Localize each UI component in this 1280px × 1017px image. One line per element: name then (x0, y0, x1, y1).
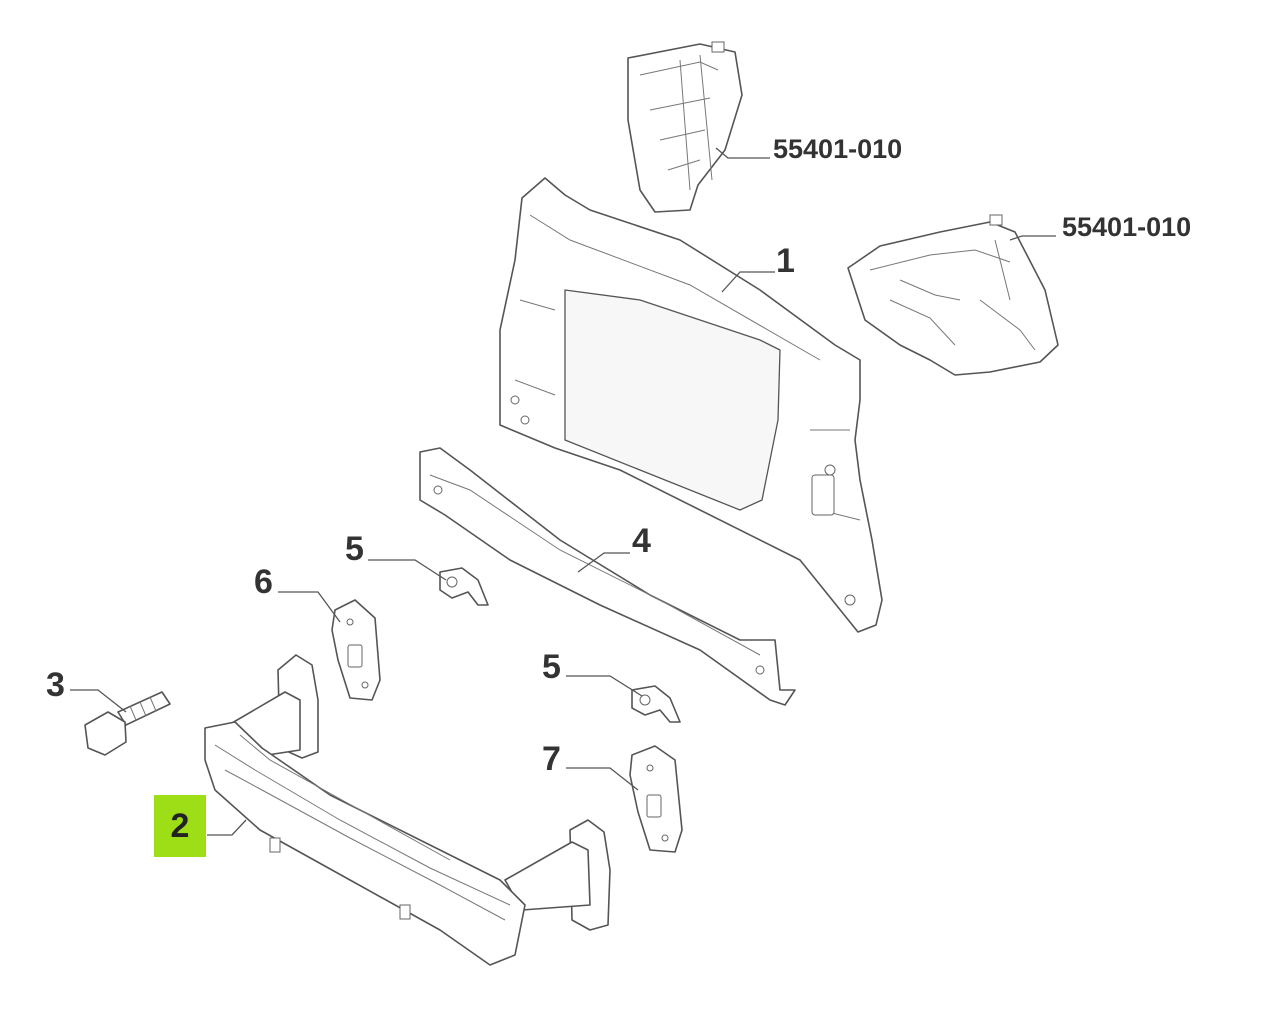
callout-plate-right: 7 (542, 740, 561, 778)
callout-crossmember: 4 (632, 522, 651, 560)
leader-crossmember (577, 552, 630, 573)
callout-clip-lower: 5 (542, 648, 561, 686)
lower-crossmember (419, 447, 796, 706)
bolt (84, 691, 171, 756)
mounting-plate-left (331, 599, 381, 701)
leader-bracket-right (1009, 235, 1056, 241)
callout-bracket-top: 55401-010 (773, 134, 903, 164)
upper-headlamp-bracket (627, 41, 743, 213)
clip-upper (439, 567, 489, 606)
bumper-beam (204, 654, 611, 966)
callout-clip-upper: 5 (345, 530, 364, 568)
callout-bracket-right: 55401-010 (1062, 212, 1192, 242)
callout-bumper-beam-highlighted: 2 (154, 795, 206, 857)
side-headlamp-bracket (847, 214, 1059, 376)
leader-bracket-top (715, 147, 770, 159)
callout-front-panel: 1 (776, 242, 795, 280)
leader-clip-upper (368, 559, 447, 581)
mounting-plate-right (629, 745, 683, 853)
leader-plate-left (278, 591, 341, 623)
callout-bolt: 3 (46, 666, 65, 704)
leader-bumper-beam (207, 819, 247, 836)
clip-lower (631, 685, 681, 723)
leader-plate-right (566, 767, 639, 791)
leader-bolt (70, 689, 127, 713)
leader-lines (70, 147, 1056, 836)
front-panel-frame (499, 177, 883, 633)
leader-clip-lower (566, 675, 643, 697)
callout-plate-left: 6 (254, 563, 273, 601)
leader-front-panel (721, 271, 775, 293)
